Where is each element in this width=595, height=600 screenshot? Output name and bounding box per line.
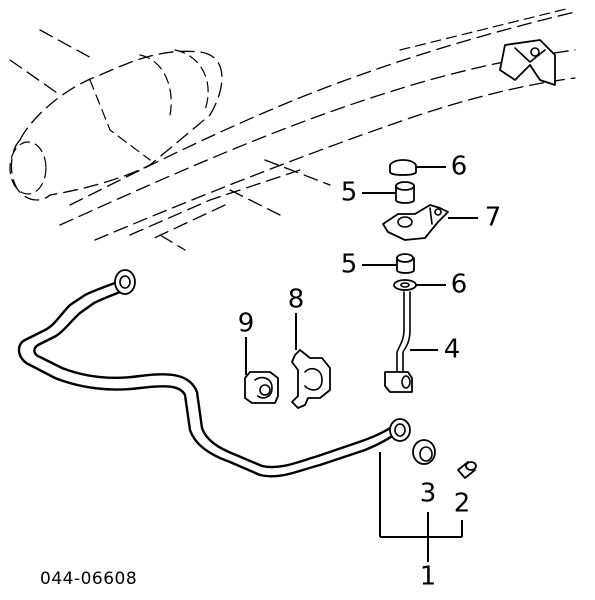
callout-7: 7 <box>485 203 502 233</box>
link-part-4 <box>384 291 413 393</box>
stabilizer-bar <box>17 269 411 478</box>
callout-5-upper: 5 <box>341 178 358 208</box>
callout-6-lower: 6 <box>451 270 468 300</box>
bushing-part-5-upper <box>395 181 415 204</box>
callout-1: 1 <box>420 562 437 592</box>
callout-5-lower: 5 <box>341 250 358 280</box>
callout-6-upper: 6 <box>451 152 468 182</box>
clamp-part-9 <box>244 371 279 404</box>
leader-lines <box>245 166 478 562</box>
cushion-part-6-lower <box>393 279 417 291</box>
callout-2: 2 <box>454 489 471 519</box>
callout-3: 3 <box>420 479 437 509</box>
pin-part-2 <box>457 461 477 479</box>
callout-8: 8 <box>288 285 305 315</box>
bushing-part-3 <box>412 439 436 465</box>
callout-labels: 6 5 7 5 6 8 9 4 3 2 1 <box>238 152 502 592</box>
bracket-part-7 <box>382 204 449 241</box>
bracket-part-8 <box>291 349 331 409</box>
callout-9: 9 <box>238 309 255 339</box>
chassis-outline <box>9 7 576 251</box>
callout-4: 4 <box>444 335 461 365</box>
cushion-part-6-upper <box>389 159 417 176</box>
diagram-code: 044-06608 <box>40 569 137 589</box>
bushing-part-5-lower <box>396 253 415 274</box>
